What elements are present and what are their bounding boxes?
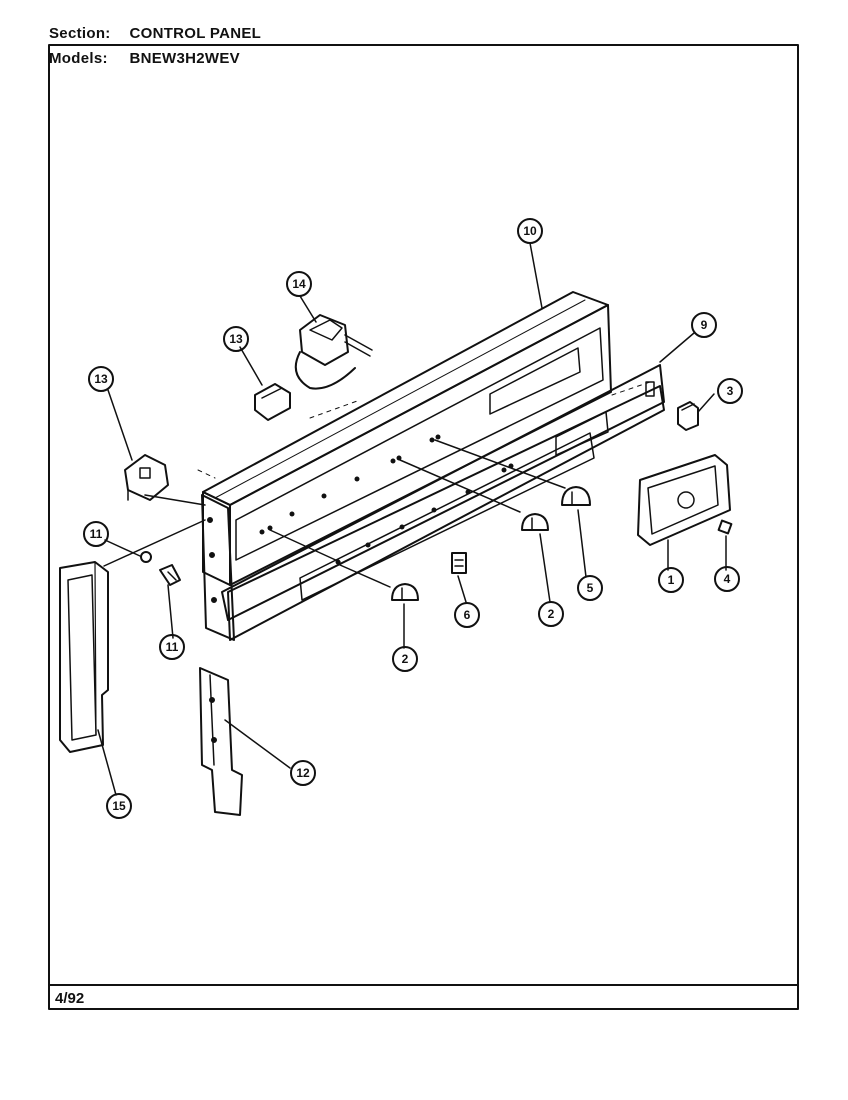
part-11-screw	[140, 551, 152, 563]
panel-hole	[259, 529, 265, 535]
models-label: Models:	[49, 50, 108, 67]
part-2-knob-a	[391, 583, 419, 601]
panel-hole	[429, 437, 435, 443]
assembly-hints	[197, 381, 651, 479]
part-3-connector	[677, 401, 699, 431]
callout-8	[517, 218, 543, 244]
panel-hole	[365, 542, 371, 548]
callout-15	[106, 793, 132, 819]
panel-hole	[390, 458, 396, 464]
panel-end-bracket	[201, 494, 235, 641]
panel-recess	[235, 327, 604, 561]
callout-label: 9	[701, 318, 708, 332]
callout-4	[714, 566, 740, 592]
callout-label: 10	[523, 224, 537, 238]
control-panel-trim	[221, 364, 665, 641]
panel-hole	[267, 525, 273, 531]
panel-hole	[501, 467, 507, 473]
callout-label: 1	[668, 573, 675, 587]
callout-label: 14	[292, 277, 306, 291]
callout-label: 11	[166, 640, 179, 654]
trim-top-face	[221, 364, 665, 621]
callout-label: 3	[727, 384, 734, 398]
callout-7	[691, 312, 717, 338]
section-header: Section: CONTROL PANEL	[49, 25, 261, 42]
panel-top-edge	[214, 299, 586, 499]
callout-label: 6	[464, 608, 471, 622]
callout-9	[159, 634, 185, 660]
part-14-timer	[294, 314, 373, 390]
trim-front-face	[227, 385, 665, 641]
callout-label: 15	[112, 799, 126, 813]
callout-6	[454, 602, 480, 628]
callout-3	[717, 378, 743, 404]
models-header: Models: BNEW3H2WEV	[49, 50, 240, 67]
panel-hole	[396, 455, 402, 461]
callout-label: 2	[548, 607, 555, 621]
callout-13	[88, 366, 114, 392]
callout-11	[83, 521, 109, 547]
panel-top-face	[202, 291, 609, 506]
revision-date: 4/92	[55, 990, 85, 1007]
section-value: CONTROL PANEL	[129, 25, 262, 42]
part-4-clip	[717, 519, 733, 535]
callout-label: 13	[229, 332, 243, 346]
callout-label: 11	[90, 527, 103, 541]
part-10-bracket	[199, 667, 243, 816]
part-1-housing	[637, 454, 731, 546]
callout-2b	[538, 601, 564, 627]
part-15-side-trim	[59, 561, 109, 753]
diagram-frame	[48, 44, 799, 1010]
models-value: BNEW3H2WEV	[129, 50, 240, 67]
callout-label: 5	[587, 581, 594, 595]
panel-holes	[259, 434, 514, 565]
part-13-thermostat	[124, 454, 169, 501]
callout-label: 4	[724, 572, 731, 586]
part-9-grommet	[159, 564, 181, 586]
section-label: Section:	[49, 25, 111, 42]
callout-labels: 10 9 3 14 13 13 11 11 15 12 2 2 5 6 1 4	[90, 224, 734, 813]
leader-lines	[97, 242, 727, 796]
callout-1	[658, 567, 684, 593]
part-6-switch	[451, 552, 467, 574]
part-2-knob-b	[521, 513, 549, 531]
panel-hole	[354, 476, 360, 482]
callout-label: 13	[94, 372, 108, 386]
callout-5	[577, 575, 603, 601]
callout-2a	[392, 646, 418, 672]
trim-display-window	[555, 411, 609, 456]
trim-lens	[299, 432, 595, 601]
panel-hole	[289, 511, 295, 517]
callout-label: 12	[296, 766, 310, 780]
panel-hole	[431, 507, 437, 513]
panel-hole	[321, 493, 327, 499]
part-5-knob	[561, 486, 591, 506]
callout-10	[290, 760, 316, 786]
panel-hole	[399, 524, 405, 530]
panel-display-window	[489, 347, 581, 415]
callout-14	[286, 271, 312, 297]
callouts	[83, 218, 743, 819]
callout-label: 2	[402, 652, 409, 666]
callout-12	[223, 326, 249, 352]
panel-hole	[435, 434, 441, 440]
part-12-switch	[254, 383, 291, 421]
